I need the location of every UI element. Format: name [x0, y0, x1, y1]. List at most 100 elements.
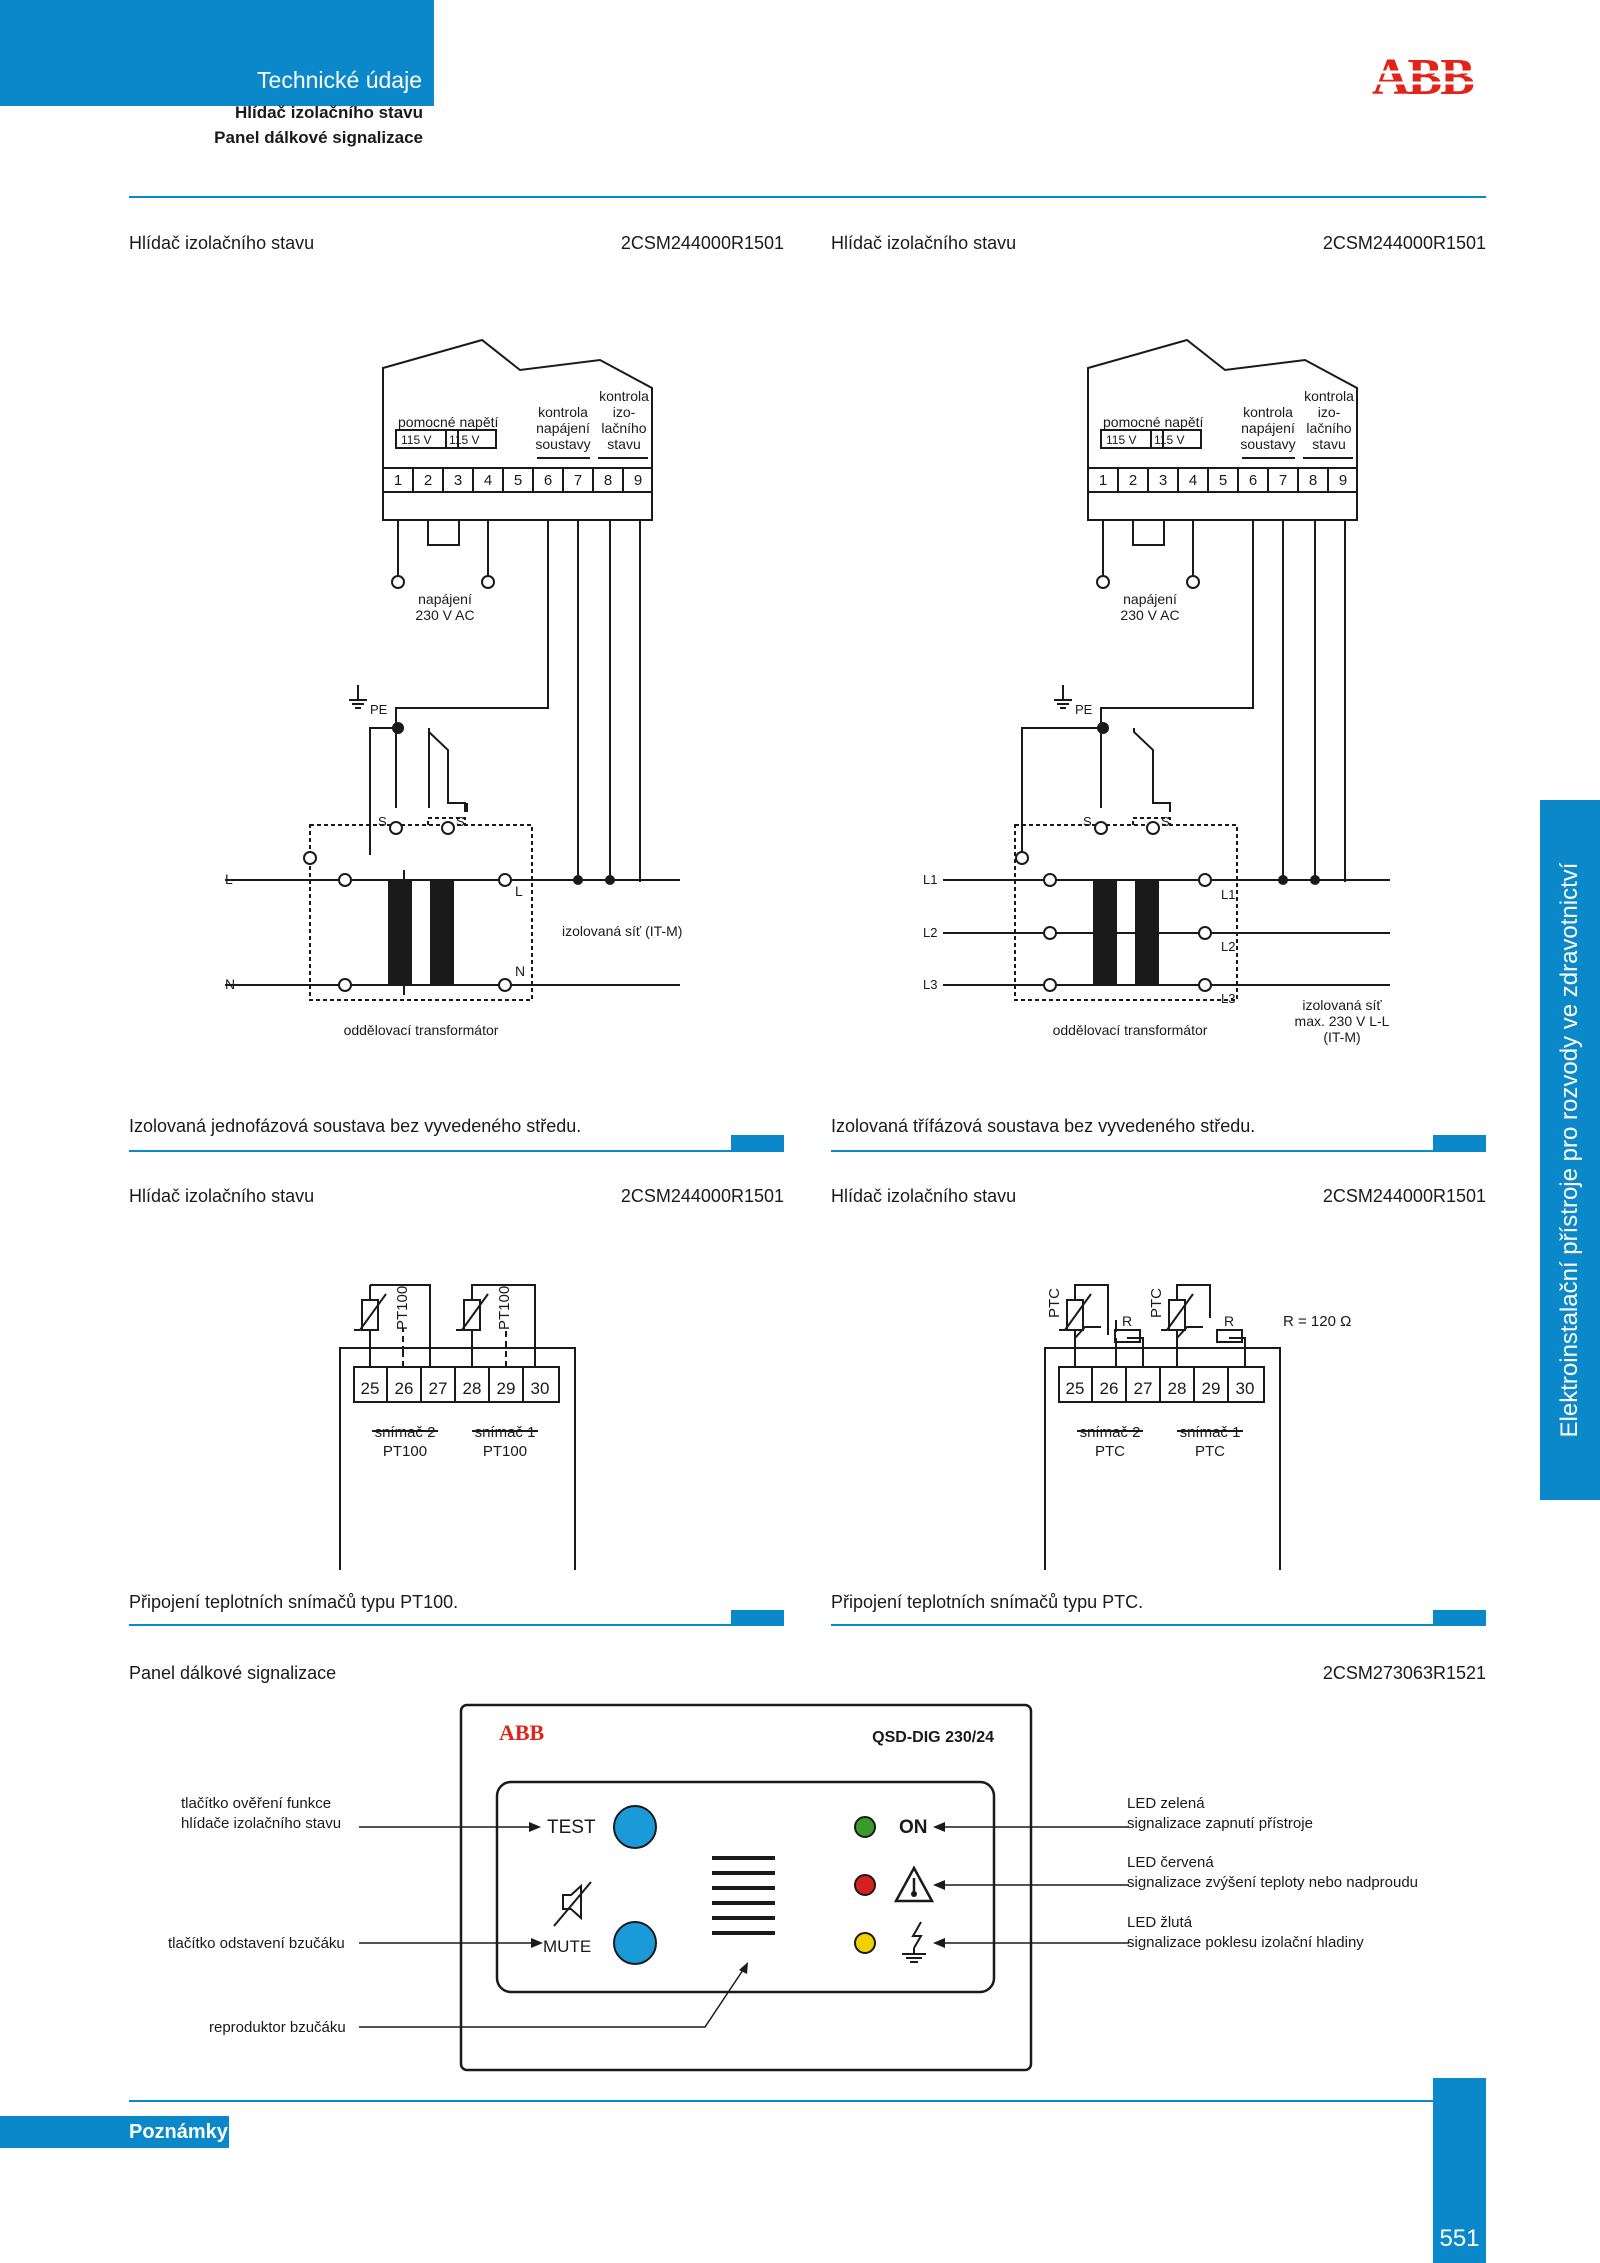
- d4-caption: Připojení teplotních snímačů typu PTC.: [831, 1592, 1144, 1612]
- svg-text:signalizace poklesu izolační h: signalizace poklesu izolační hladiny: [1127, 1934, 1364, 1951]
- diagram-ptc: 25 26 27 28 29 30 PTC PTC R R R = 120 Ω …: [1044, 1284, 1351, 1570]
- svg-text:oddělovací transformátor: oddělovací transformátor: [1053, 1022, 1208, 1038]
- svg-text:pomocné napětí: pomocné napětí: [398, 414, 499, 430]
- d3-caption: Připojení teplotních snímačů typu PT100.: [129, 1592, 459, 1612]
- svg-text:2: 2: [424, 472, 432, 489]
- svg-text:max. 230 V L-L: max. 230 V L-L: [1295, 1013, 1390, 1029]
- svg-text:kontrola: kontrola: [1304, 388, 1354, 404]
- svg-text:napájení: napájení: [1241, 420, 1295, 436]
- svg-text:soustavy: soustavy: [1240, 436, 1295, 452]
- svg-text:QSD-DIG 230/24: QSD-DIG 230/24: [872, 1729, 994, 1746]
- notes-label: Poznámky: [129, 2121, 228, 2143]
- svg-text:27: 27: [429, 1379, 448, 1398]
- svg-text:L: L: [515, 883, 523, 899]
- svg-text:ABB: ABB: [499, 1720, 545, 1745]
- header-rule: [129, 196, 1486, 198]
- d1-code: 2CSM244000R1501: [620, 233, 784, 253]
- svg-text:stavu: stavu: [607, 436, 640, 452]
- svg-text:ON: ON: [899, 1817, 928, 1838]
- svg-text:ABB: ABB: [1372, 50, 1474, 100]
- d3-label: Hlídač izolačního stavu: [129, 1186, 315, 1206]
- d4-caption-marker: [1433, 1610, 1486, 1626]
- svg-text:25: 25: [1066, 1379, 1085, 1398]
- svg-text:snímač 1: snímač 1: [475, 1424, 536, 1441]
- section-title: Technické údaje: [257, 67, 422, 93]
- svg-text:lačního: lačního: [1306, 420, 1351, 436]
- svg-text:napájení: napájení: [418, 591, 472, 607]
- svg-text:7: 7: [574, 472, 582, 489]
- subtitle-2: Panel dálkové signalizace: [214, 128, 423, 147]
- svg-text:6: 6: [544, 472, 552, 489]
- svg-text:snímač 2: snímač 2: [375, 1424, 436, 1441]
- svg-text:PTC: PTC: [1095, 1443, 1125, 1460]
- svg-text:R: R: [1224, 1313, 1234, 1329]
- panel-diagram: ABB QSD-DIG 230/24 TEST MUTE ON tlačítko…: [168, 1703, 1418, 2072]
- svg-text:hlídače izolačního stavu: hlídače izolačního stavu: [181, 1815, 341, 1832]
- svg-text:PE: PE: [370, 702, 388, 717]
- d2-caption: Izolovaná třífázová soustava bez vyveden…: [831, 1116, 1256, 1136]
- svg-text:reproduktor bzučáku: reproduktor bzučáku: [209, 2019, 346, 2036]
- svg-text:signalizace zvýšení teploty ne: signalizace zvýšení teploty nebo nadprou…: [1127, 1874, 1418, 1891]
- svg-text:LED zelená: LED zelená: [1127, 1795, 1205, 1812]
- svg-text:R: R: [1122, 1313, 1132, 1329]
- d4-code: 2CSM244000R1501: [1322, 1186, 1486, 1206]
- svg-text:115 V: 115 V: [1154, 433, 1184, 447]
- svg-text:230 V AC: 230 V AC: [415, 607, 474, 623]
- svg-text:115 V: 115 V: [1106, 433, 1136, 447]
- svg-text:lačního: lačního: [601, 420, 646, 436]
- svg-text:3: 3: [454, 472, 462, 489]
- svg-text:napájení: napájení: [536, 420, 590, 436]
- svg-text:2: 2: [1129, 472, 1137, 489]
- svg-text:izo-: izo-: [1318, 404, 1341, 420]
- svg-text:TEST: TEST: [547, 1817, 596, 1838]
- svg-text:izolovaná síť: izolovaná síť: [1302, 997, 1382, 1013]
- svg-text:kontrola: kontrola: [599, 388, 649, 404]
- d3-code: 2CSM244000R1501: [620, 1186, 784, 1206]
- svg-text:29: 29: [497, 1379, 516, 1398]
- svg-text:oddělovací transformátor: oddělovací transformátor: [344, 1022, 499, 1038]
- svg-text:1: 1: [394, 472, 402, 489]
- svg-text:PTC: PTC: [1195, 1443, 1225, 1460]
- svg-text:kontrola: kontrola: [1243, 404, 1293, 420]
- svg-text:29: 29: [1202, 1379, 1221, 1398]
- svg-text:napájení: napájení: [1123, 591, 1177, 607]
- svg-text:4: 4: [1189, 472, 1197, 489]
- svg-text:3: 3: [1159, 472, 1167, 489]
- svg-text:28: 28: [1168, 1379, 1187, 1398]
- svg-text:PTC: PTC: [1148, 1288, 1165, 1318]
- d3-caption-rule: [129, 1624, 784, 1626]
- diagram-pt100: 25 26 27 28 29 30 PT100 PT100 snímač 2 P…: [339, 1284, 576, 1570]
- svg-text:9: 9: [1339, 472, 1347, 489]
- svg-text:snímač 2: snímač 2: [1080, 1424, 1141, 1441]
- svg-text:MUTE: MUTE: [543, 1937, 591, 1956]
- svg-text:PT100: PT100: [383, 1443, 427, 1460]
- svg-text:snímač 1: snímač 1: [1180, 1424, 1241, 1441]
- d2-caption-rule: [831, 1150, 1486, 1152]
- svg-text:PTC: PTC: [1046, 1288, 1063, 1318]
- svg-text:8: 8: [1309, 472, 1317, 489]
- svg-text:4: 4: [484, 472, 492, 489]
- svg-text:8: 8: [604, 472, 612, 489]
- svg-text:izolovaná síť (IT-M): izolovaná síť (IT-M): [562, 923, 682, 939]
- svg-text:PT100: PT100: [483, 1443, 527, 1460]
- d4-label: Hlídač izolačního stavu: [831, 1186, 1017, 1206]
- svg-text:27: 27: [1134, 1379, 1153, 1398]
- svg-text:26: 26: [1100, 1379, 1119, 1398]
- svg-text:L2: L2: [923, 925, 937, 940]
- page-number: 551: [1439, 2225, 1480, 2252]
- panel-label: Panel dálkové signalizace: [129, 1663, 337, 1683]
- svg-text:L3: L3: [923, 977, 937, 992]
- svg-text:signalizace zapnutí přístroje: signalizace zapnutí přístroje: [1127, 1815, 1313, 1832]
- svg-text:115 V: 115 V: [449, 433, 479, 447]
- d1-caption: Izolovaná jednofázová soustava bez vyved…: [129, 1116, 582, 1136]
- svg-text:5: 5: [514, 472, 522, 489]
- svg-text:S: S: [378, 814, 387, 829]
- svg-text:L: L: [225, 871, 233, 887]
- svg-text:LED červená: LED červená: [1127, 1854, 1214, 1871]
- d1-caption-rule: [129, 1150, 784, 1152]
- svg-text:5: 5: [1219, 472, 1227, 489]
- svg-text:25: 25: [361, 1379, 380, 1398]
- side-tab-text: Elektroinstalační přístroje pro rozvody …: [1556, 862, 1583, 1438]
- svg-text:PT100: PT100: [394, 1286, 411, 1330]
- svg-text:L2: L2: [1221, 939, 1235, 954]
